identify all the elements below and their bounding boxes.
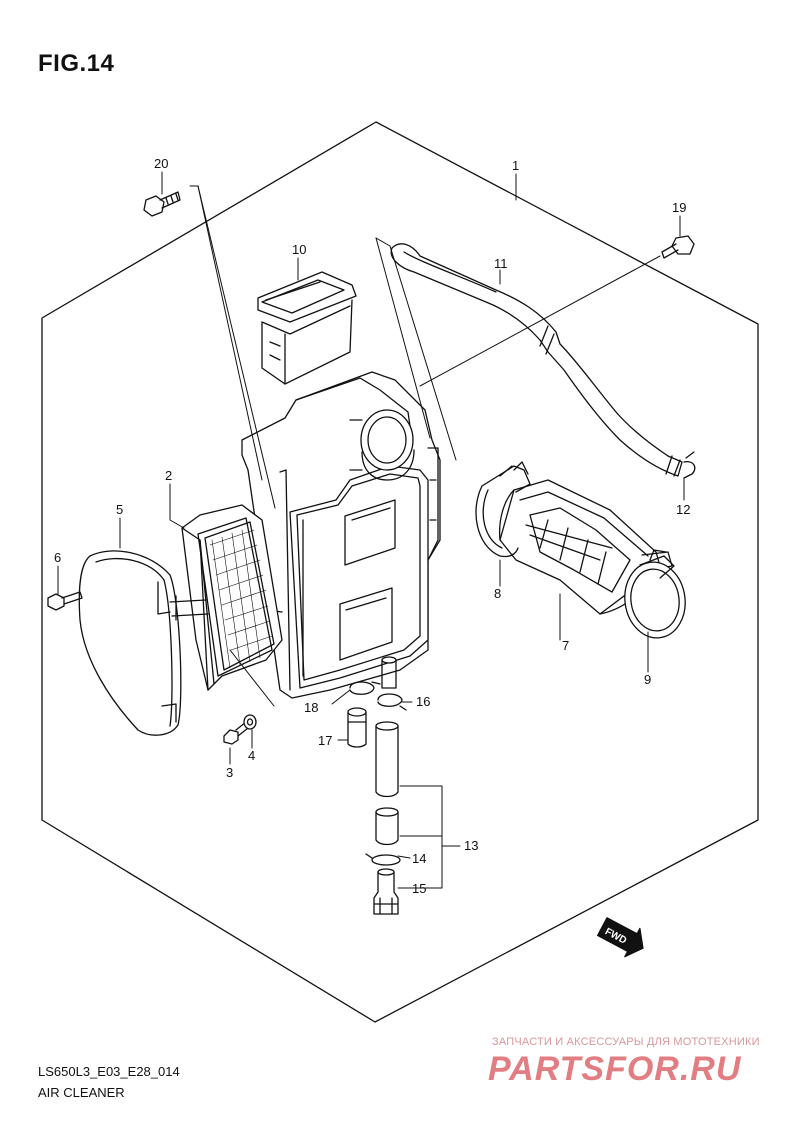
part-label-6: 6 [54,550,61,565]
part-label-3: 3 [226,765,233,780]
air-cleaner-case-part [207,371,441,699]
figure-caption: AIR CLEANER [38,1085,125,1100]
part-label-1: 1 [512,158,519,173]
part-label-12: 12 [676,502,690,517]
figure-title: FIG.14 [38,50,115,77]
part-label-13: 13 [464,838,478,853]
clip-18-part [349,681,381,695]
screw-3-part [223,721,249,745]
part-label-14: 14 [412,851,426,866]
part-label-8: 8 [494,586,501,601]
assembly-outline [41,121,759,1023]
washer-4-part [243,714,257,730]
breather-clamp-part [683,451,696,479]
drain-plug-15-part [373,868,399,915]
cleaner-cover-part [78,550,209,736]
part-label-18: 18 [304,700,318,715]
plug-17-part [347,707,367,748]
part-label-17: 17 [318,733,332,748]
part-label-5: 5 [116,502,123,517]
leader-lines [57,171,685,889]
filter-mesh [209,529,273,669]
front-clamp-part [624,549,686,639]
model-code: LS650L3_E03_E28_014 [38,1064,180,1079]
rear-clamp-part [475,461,531,558]
part-label-2: 2 [165,468,172,483]
breather-hose-part [390,243,683,477]
fwd-arrow-icon: FWD [596,917,644,958]
part-label-15: 15 [412,881,426,896]
part-label-11: 11 [494,256,508,271]
drain-hose-13-part [375,721,399,846]
part-label-4: 4 [248,748,255,763]
watermark-brand: PARTSFOR.RU [488,1050,742,1088]
part-label-20: 20 [154,156,168,171]
intake-duct-part [257,271,357,385]
part-label-16: 16 [416,694,430,709]
clamp-14-part [365,853,401,866]
clip-16-part [377,693,407,711]
screw-6-part [47,591,83,611]
part-label-9: 9 [644,672,651,687]
part-label-19: 19 [672,200,686,215]
bolt-19-part [661,235,695,259]
part-label-7: 7 [562,638,569,653]
part-label-10: 10 [292,242,306,257]
filter-element-part [181,504,283,691]
watermark-subtitle: ЗАПЧАСТИ И АКСЕССУАРЫ ДЛЯ МОТОТЕХНИКИ [492,1036,760,1048]
bolt-20-part [143,191,181,217]
